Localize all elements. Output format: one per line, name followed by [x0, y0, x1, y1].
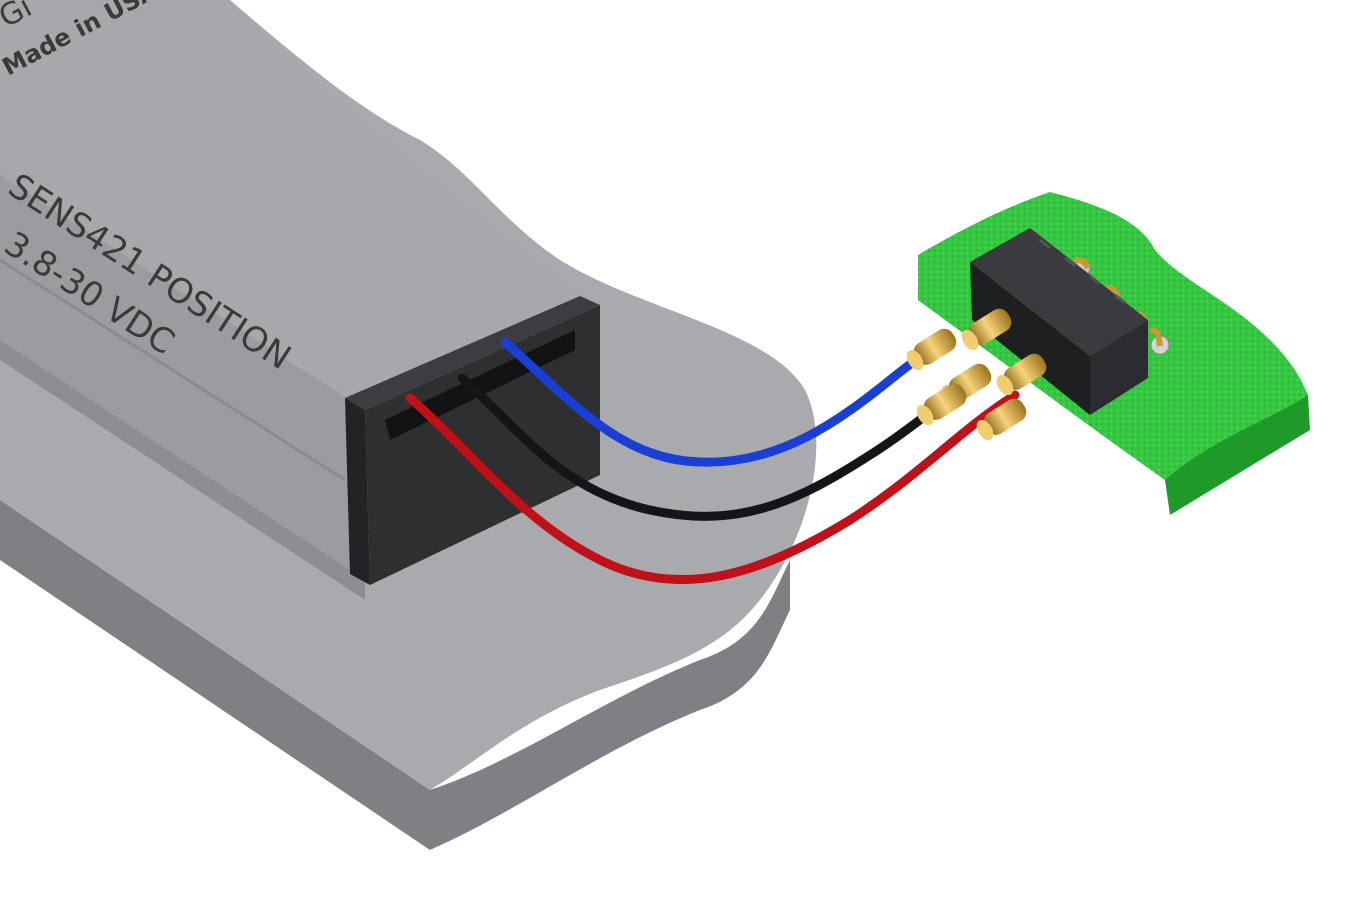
- pogo-pin-header: [906, 228, 1148, 441]
- gold-pin: [906, 328, 957, 371]
- header-side: [1090, 320, 1148, 415]
- wire-harness: [405, 337, 1020, 585]
- wire-red: [405, 390, 1020, 585]
- header-front: [970, 262, 1090, 415]
- base-plate-side: [0, 500, 790, 850]
- connector-block-top: [345, 296, 600, 410]
- gold-pin: [996, 353, 1047, 396]
- header-top: [970, 228, 1148, 356]
- housing-top-face: [0, 0, 600, 410]
- sensor-housing: Gi Made in USA SENS421 POSITION 3.8-30 V…: [0, 0, 600, 600]
- wire-blue: [500, 337, 930, 467]
- gold-pin: [976, 398, 1027, 441]
- gold-pin: [916, 383, 967, 426]
- gold-pin: [961, 308, 1012, 351]
- connector-block-left: [345, 398, 370, 585]
- wire-black: [457, 373, 960, 521]
